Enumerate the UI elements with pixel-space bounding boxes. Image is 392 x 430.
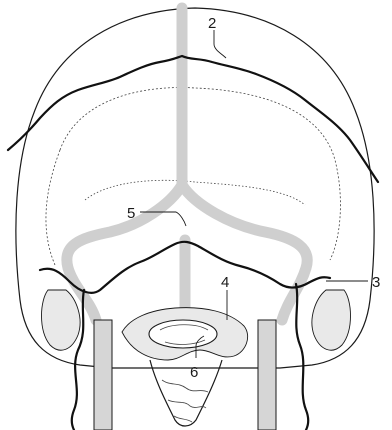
transverse-sinus-right — [182, 185, 307, 320]
transverse-sinus-left — [67, 185, 182, 320]
callout-2: 2 — [208, 15, 216, 32]
mastoid-left — [42, 290, 81, 350]
callout-4: 4 — [221, 274, 229, 291]
plexus-chain — [162, 380, 208, 422]
callout-6: 6 — [190, 364, 198, 381]
foramen-magnum — [149, 320, 217, 348]
lambdoid-suture-upper — [8, 56, 378, 182]
vertebral-vessel-right — [258, 320, 276, 430]
vertebral-vessel-left — [94, 320, 112, 430]
leader-line-2 — [214, 30, 226, 58]
callout-3: 3 — [372, 274, 380, 291]
suture-right-descending — [296, 284, 308, 430]
callout-5: 5 — [127, 205, 135, 222]
spinal-venous-plexus — [150, 360, 222, 426]
mastoid-right — [312, 290, 351, 350]
